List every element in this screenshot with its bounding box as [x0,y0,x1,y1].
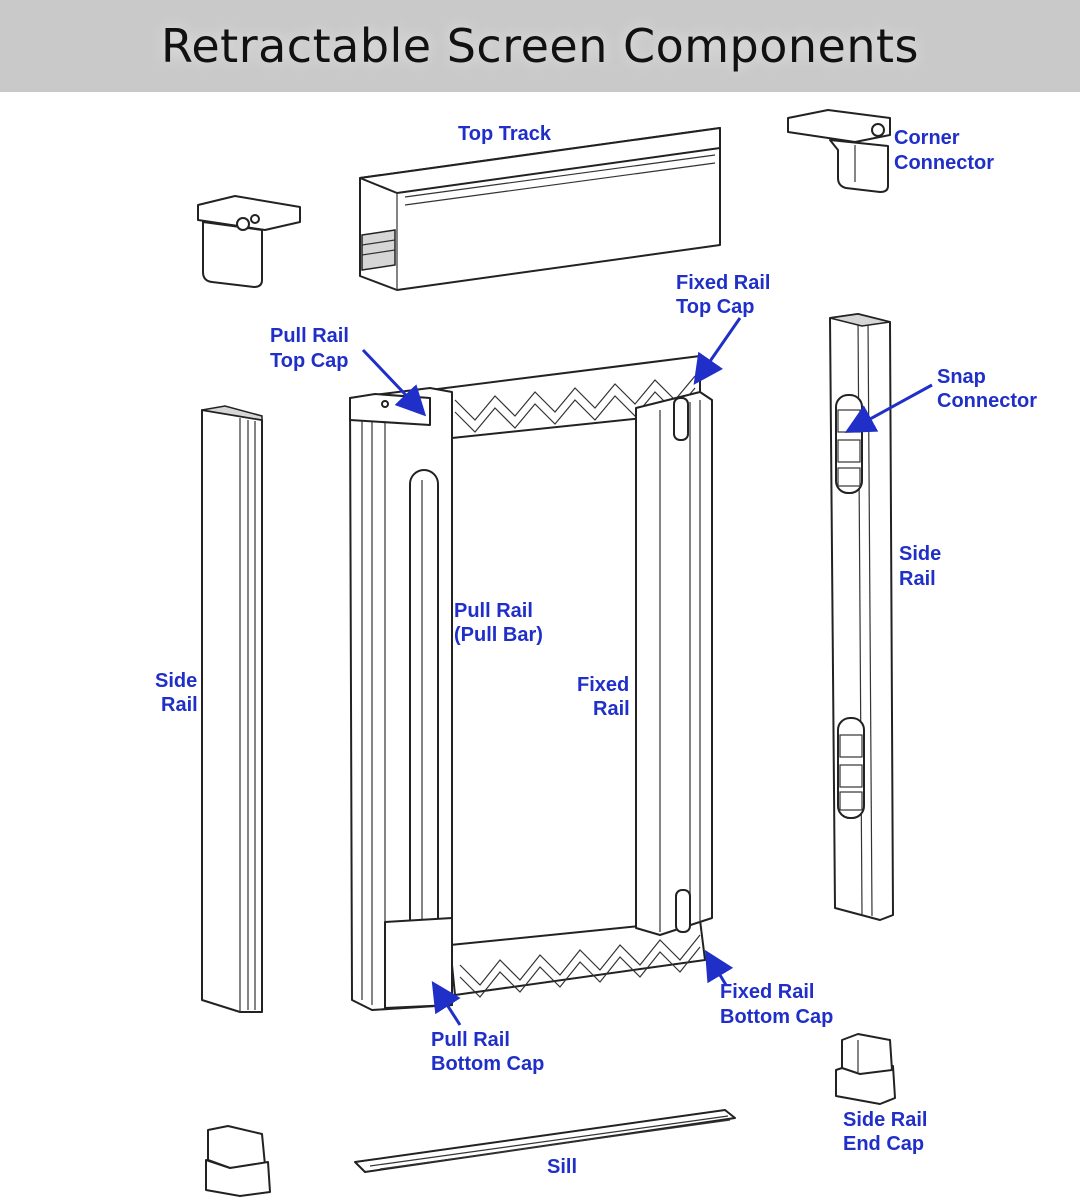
label-fixed-rail-bottom-cap-line1: Fixed Rail [720,981,814,1003]
label-pull-rail-top-cap-line2: Top Cap [270,350,349,372]
label-fixed-rail-line1: Fixed [577,674,629,696]
label-pull-rail-line1: Pull Rail [454,600,533,622]
top-track-part [359,127,721,291]
label-pull-rail-bottom-cap-line2: Bottom Cap [431,1053,544,1075]
label-side-rail-end-cap-line2: End Cap [843,1133,924,1155]
side-rail-right-part [829,313,894,921]
label-pull-rail-top-cap-line1: Pull Rail [270,325,349,347]
label-fixed-rail-bottom-cap-line2: Bottom Cap [720,1006,833,1028]
label-side-rail-left-line2: Rail [161,694,198,716]
label-sill: Sill [547,1156,577,1178]
side-rail-end-cap-part [835,1033,896,1105]
label-side-rail-right-line2: Rail [899,568,936,590]
label-top-track: Top Track [458,123,552,145]
label-fixed-rail-top-cap-line2: Top Cap [676,296,755,318]
sill-part [354,1109,736,1173]
title-bar: Retractable Screen Components [0,0,1080,92]
page-title: Retractable Screen Components [160,19,920,73]
arrow-fixed-rail-top-cap [693,317,742,385]
arrow-snap-connector [844,383,933,433]
label-corner-connector-line1: Corner [894,127,960,149]
label-snap-connector-line2: Connector [937,390,1037,412]
label-side-rail-left-line1: Side [155,670,197,692]
corner-cap-left-part [197,195,301,288]
label-pull-rail-line2: (Pull Bar) [454,624,543,646]
label-side-rail-end-cap-line1: Side Rail [843,1109,927,1131]
label-side-rail-right-line1: Side [899,543,941,565]
end-cap-left-part [205,1125,271,1197]
arrow-pull-rail-bottom-cap [431,980,462,1026]
arrow-fixed-rail-bottom-cap [704,949,734,986]
label-snap-connector-line1: Snap [937,366,986,388]
label-pull-rail-bottom-cap-line1: Pull Rail [431,1029,510,1051]
corner-connector-part [787,109,891,193]
label-fixed-rail-line2: Rail [593,698,630,720]
side-rail-left-part [201,405,263,1013]
screen-assembly-part [349,355,713,1011]
label-fixed-rail-top-cap-line1: Fixed Rail [676,272,770,294]
arrow-pull-rail-top-cap [361,348,427,417]
label-corner-connector-line2: Connector [894,152,994,174]
